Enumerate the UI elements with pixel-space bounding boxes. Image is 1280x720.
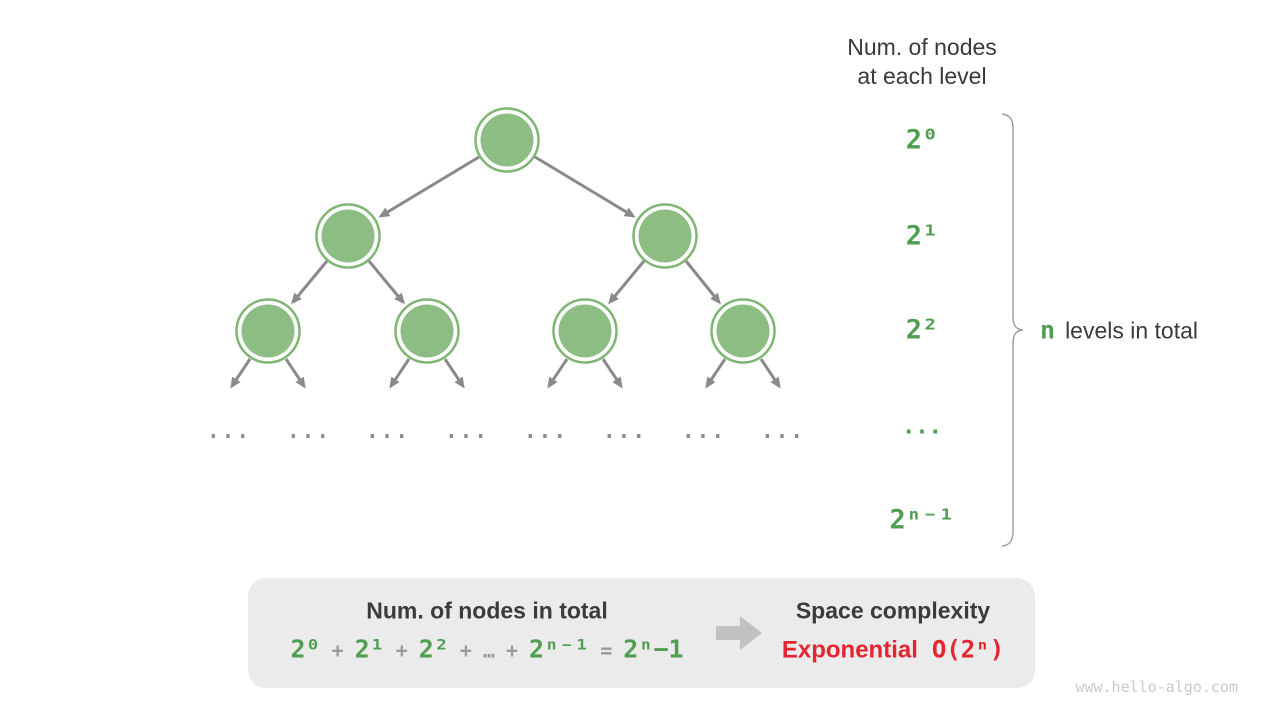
formula-token: …	[482, 638, 495, 663]
tree-node	[558, 304, 612, 358]
tree-edge	[601, 358, 623, 389]
tree-node	[321, 209, 375, 263]
formula-token: =	[600, 638, 613, 663]
tree-edge	[684, 260, 721, 305]
brace	[1001, 113, 1024, 547]
tree-node	[480, 113, 534, 167]
ellipsis-text: ...	[207, 419, 251, 443]
space-complexity-title: Space complexity	[795, 597, 991, 624]
tree-node-ring	[632, 203, 698, 269]
ellipsis-text: ...	[761, 419, 805, 443]
tree-node	[638, 209, 692, 263]
tree-edge	[284, 358, 306, 389]
formula-token: +	[331, 638, 344, 663]
total-nodes-title: Num. of nodes in total	[366, 597, 608, 624]
tree-node	[400, 304, 454, 358]
tree-node	[716, 304, 770, 358]
tree-node-ring	[394, 298, 460, 364]
ellipsis-text: ...	[682, 419, 726, 443]
tree-node-ring	[710, 298, 776, 364]
tree-nodes	[235, 107, 776, 364]
formula-token: 2ⁿ−1	[623, 634, 684, 664]
tree-edge	[759, 358, 781, 389]
tree-edge	[608, 260, 646, 305]
tree-node	[241, 304, 295, 358]
tree-node-ring	[315, 203, 381, 269]
big-o-notation: O(2ⁿ)	[931, 635, 1005, 664]
brace-label: n levels in total	[1040, 316, 1198, 345]
ellipsis-text: ...	[445, 419, 489, 443]
tree-edge	[389, 358, 411, 389]
ellipsis-text: ...	[366, 419, 410, 443]
formula-token: +	[459, 638, 472, 663]
tree-edge	[534, 155, 636, 218]
level-count-label: 2⁰	[905, 124, 939, 156]
ellipsis-text: ...	[603, 419, 647, 443]
level-count-label: 2¹	[905, 220, 939, 252]
n-variable: n	[1040, 315, 1056, 345]
brace-label-text: levels in total	[1065, 317, 1199, 344]
formula-token: 2¹	[354, 634, 385, 664]
tree-edge	[547, 358, 569, 389]
tree-edge	[367, 260, 405, 305]
complexity-result: Exponential O(2ⁿ)	[782, 636, 1004, 665]
total-nodes-formula: 2⁰ + 2¹ + 2² + … + 2ⁿ⁻¹ = 2ⁿ−1	[290, 635, 683, 664]
formula-token: 2⁰	[290, 634, 321, 664]
level-count-label: 2²	[905, 314, 939, 346]
levels-header-line2: at each level	[857, 63, 987, 89]
formula-token: +	[395, 638, 408, 663]
ellipsis-text: ...	[524, 419, 568, 443]
tree-edge	[291, 260, 329, 305]
tree-edge	[443, 358, 465, 389]
levels-header-line1: Num. of nodes	[847, 34, 997, 60]
formula-token: 2²	[418, 634, 449, 664]
ellipsis-text: ...	[287, 419, 331, 443]
tree-edge	[378, 155, 480, 218]
levels-header: Num. of nodes at each level	[847, 33, 997, 91]
tree-edge	[705, 358, 727, 389]
tree-node-ring	[235, 298, 301, 364]
watermark: www.hello-algo.com	[1075, 678, 1238, 696]
complexity-word: Exponential	[781, 636, 918, 664]
level-count-label: 2ⁿ⁻¹	[889, 504, 955, 536]
formula-token: 2ⁿ⁻¹	[529, 634, 590, 664]
level-count-label: ...	[902, 414, 942, 440]
tree-node-ring	[474, 107, 540, 173]
implies-arrow-icon	[716, 616, 762, 650]
formula-token: +	[505, 638, 519, 663]
summary-box: Num. of nodes in total 2⁰ + 2¹ + 2² + … …	[248, 578, 1035, 688]
tree-node-ring	[552, 298, 618, 364]
tree-edge	[230, 358, 252, 389]
